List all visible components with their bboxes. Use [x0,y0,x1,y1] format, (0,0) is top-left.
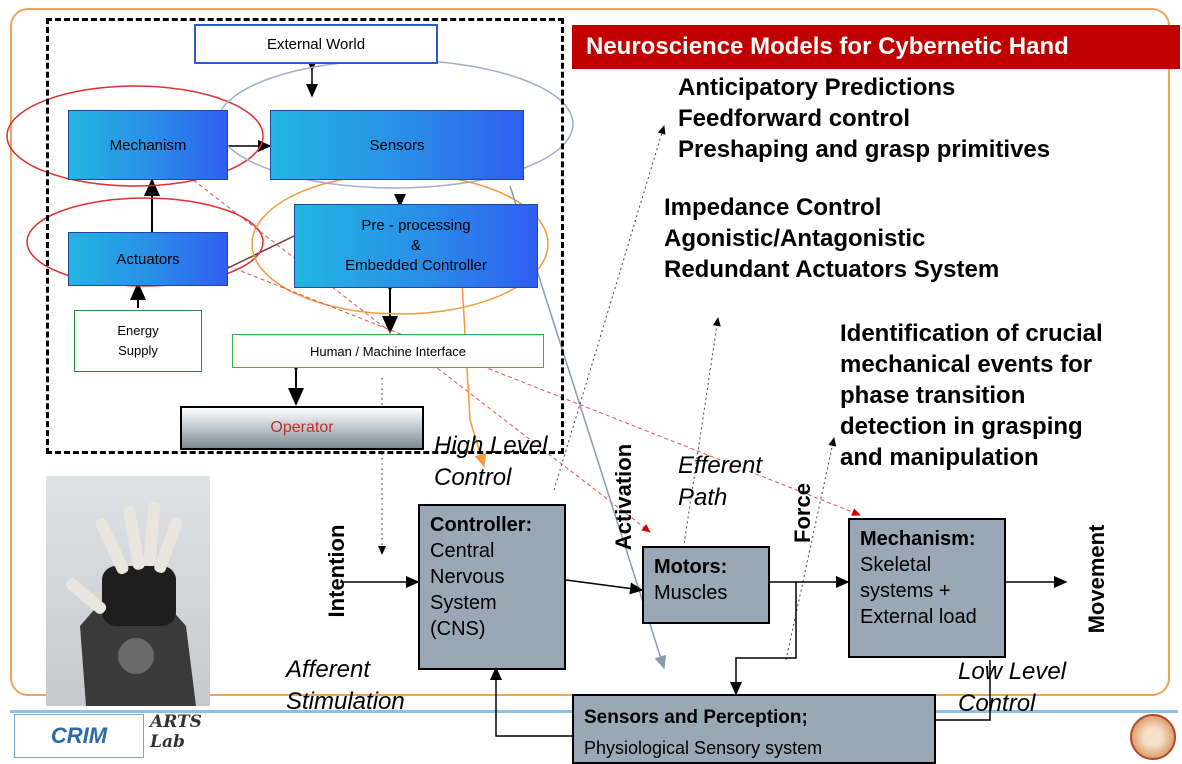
bullet-line: Anticipatory Predictions [678,74,956,101]
mechanism-title: Mechanism: [860,528,976,550]
motors-body: Muscles [654,582,728,604]
mechanism-block: Mechanism: Skeletal systems + External l… [848,518,1006,658]
label-line: Afferent [286,656,371,683]
external-world-box: External World [194,24,438,64]
controller-line: (CNS) [430,618,486,640]
label-line: Low Level [958,658,1067,685]
mechanism-line: External load [860,606,977,628]
label-line: Control [434,464,512,491]
arts-lab-logo: ARTS Lab [150,712,254,760]
intention-label: Intention [324,524,349,618]
energy-supply-line: Supply [118,343,158,358]
label-line: Efferent [678,452,763,479]
bullet-line: Feedforward control [678,105,911,132]
activation-label: Activation [611,443,636,551]
bullet-line: Impedance Control [664,194,882,221]
energy-supply-box: Energy Supply [74,310,202,372]
mechanism-line: Skeletal [860,554,932,576]
efferent-path-label: Efferent Path [678,450,762,514]
controller-line: System [430,592,497,614]
controller-line: Central [430,540,495,562]
hmi-box: Human / Machine Interface [232,334,544,368]
sensors-perception-body: Physiological Sensory system [584,738,823,758]
sensors-perception-title: Sensors and Perception; [584,707,808,728]
afferent-stimulation-label: Afferent Stimulation [286,654,405,718]
preprocessing-box: Pre - processing & Embedded Controller [294,204,538,288]
bullet-line: Preshaping and grasp primitives [678,136,1051,163]
label-line: Path [678,484,728,511]
logo-line: ARTS [150,712,202,732]
operator-box: Operator [180,406,424,450]
low-level-control-label: Low Level Control [958,656,1066,720]
bullet-line: phase transition [840,382,1026,409]
controller-box: Controller: Central Nervous System (CNS) [418,504,566,670]
sensors-perception-box: Sensors and Perception; Physiological Se… [572,694,936,764]
bullet-line: Redundant Actuators System [664,256,1000,283]
motors-box: Motors: Muscles [642,546,770,624]
slide-title: Neuroscience Models for Cybernetic Hand [572,25,1180,69]
bullet-line: Identification of crucial [840,320,1103,347]
logo-line: Lab [150,732,185,752]
bullet-line: mechanical events for [840,351,1093,378]
controller-title: Controller: [430,514,533,536]
bullet-group-impedance: Impedance Control Agonistic/Antagonistic… [664,192,999,285]
preprocessing-line: Embedded Controller [345,257,487,274]
preprocessing-line: Pre - processing [361,217,471,234]
bullet-line: detection in grasping [840,413,1083,440]
actuators-box: Actuators [68,232,228,286]
bullet-line: Agonistic/Antagonistic [664,225,926,252]
force-label: Force [790,483,815,543]
high-level-control-label: High Level Control [434,430,547,494]
mechanism-box: Mechanism [68,110,228,180]
controller-line: Nervous [430,566,505,588]
bullet-group-identification: Identification of crucial mechanical eve… [840,318,1103,473]
sensors-box: Sensors [270,110,524,180]
label-line: Control [958,690,1036,717]
university-seal-icon [1130,714,1176,760]
robot-hand-photo [46,476,210,706]
label-line: High Level [434,432,548,459]
mechanism-line: systems + [860,580,951,602]
bullet-line: and manipulation [840,444,1039,471]
system-dashed-box [46,18,564,454]
motors-title: Motors: [654,556,728,578]
energy-supply-line: Energy [117,323,159,338]
crim-logo: CRIM [14,714,144,758]
movement-label: Movement [1084,524,1109,634]
label-line: Stimulation [286,688,405,715]
bullet-group-anticipatory: Anticipatory Predictions Feedforward con… [678,72,1050,165]
preprocessing-line: & [410,237,421,254]
